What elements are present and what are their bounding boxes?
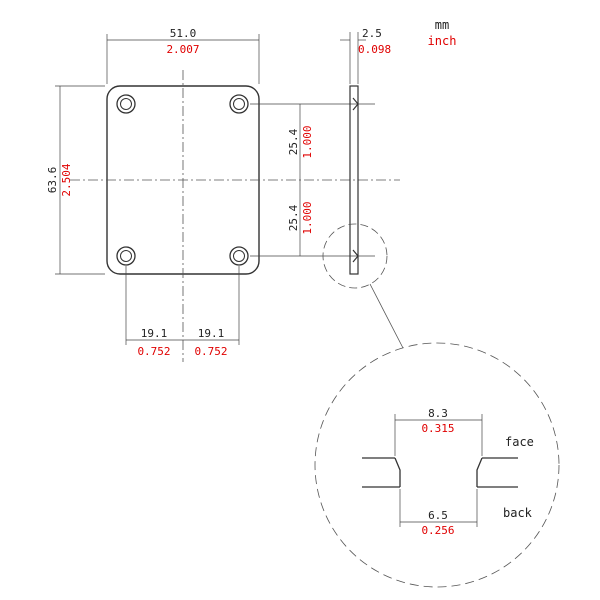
unit-inch-label: inch — [428, 34, 457, 48]
face-label: face — [505, 435, 534, 449]
top-diameter-inch: 0.315 — [421, 422, 454, 435]
mounting-hole — [116, 94, 136, 114]
dimension-countersink — [394, 414, 483, 527]
bottom-diameter-mm: 6.5 — [428, 509, 448, 522]
countersink-section — [362, 457, 518, 488]
plate-height-mm: 63.6 — [46, 167, 59, 194]
top-diameter-mm: 8.3 — [428, 407, 448, 420]
hole-spacing-upper-mm: 25.4 — [287, 128, 300, 155]
plate-side-view — [349, 85, 359, 275]
mounting-hole — [229, 246, 249, 266]
hole-offset-right-mm: 19.1 — [198, 327, 225, 340]
hole-spacing-upper-inch: 1.000 — [301, 125, 314, 158]
detail-callout-small-circle — [322, 223, 388, 289]
plate-width-mm: 51.0 — [170, 27, 197, 40]
dimension-thickness — [340, 32, 366, 84]
mounting-hole — [116, 246, 136, 266]
hole-offset-left-mm: 19.1 — [141, 327, 168, 340]
hole-offset-left-inch: 0.752 — [137, 345, 170, 358]
unit-mm-label: mm — [435, 18, 449, 32]
plate-front-view — [70, 70, 400, 362]
bottom-diameter-inch: 0.256 — [421, 524, 454, 537]
dimension-hole-offset-horizontal — [125, 266, 240, 345]
detail-leader-line — [369, 283, 404, 349]
dimension-plate-width — [106, 34, 260, 84]
thickness-mm: 2.5 — [362, 27, 382, 40]
hole-spacing-lower-mm: 25.4 — [287, 204, 300, 231]
detail-callout-large-circle — [314, 342, 560, 588]
hole-spacing-lower-inch: 1.000 — [301, 201, 314, 234]
hole-offset-right-inch: 0.752 — [194, 345, 227, 358]
plate-height-inch: 2.504 — [60, 163, 73, 196]
plate-width-inch: 2.007 — [166, 43, 199, 56]
mounting-hole — [229, 94, 249, 114]
dimension-hole-spacing-vertical — [250, 103, 375, 257]
thickness-inch: 0.098 — [358, 43, 391, 56]
dimension-plate-height — [55, 85, 105, 275]
back-label: back — [503, 506, 533, 520]
